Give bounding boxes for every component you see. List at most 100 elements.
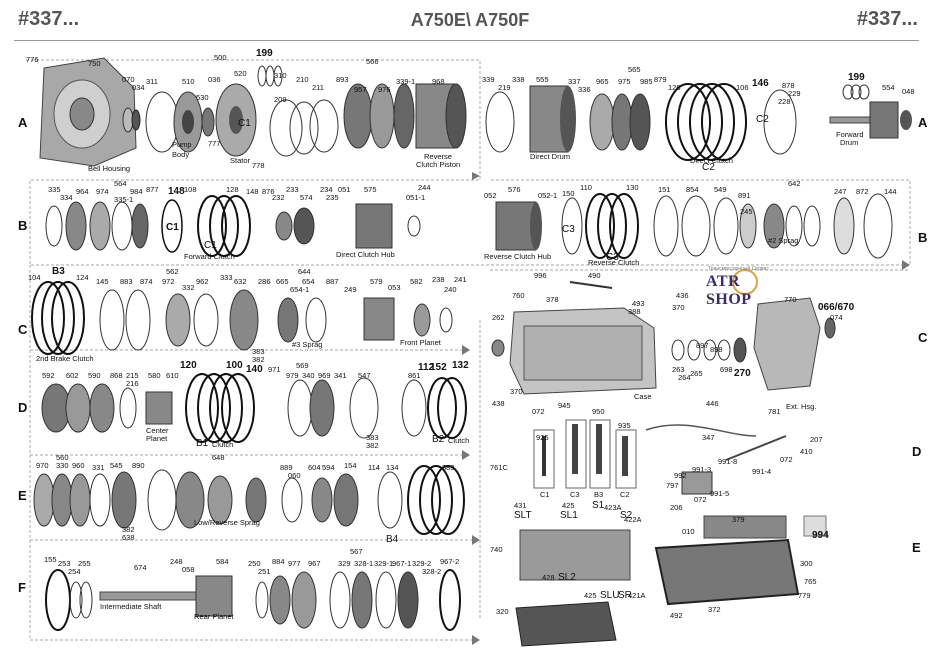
logo-gear-icon — [732, 269, 758, 295]
callout: 985 — [640, 77, 653, 86]
callout: 264 — [678, 373, 691, 382]
caption: Clutch — [212, 440, 234, 449]
callout: 130 — [626, 183, 639, 192]
row-a-reverse-piston-group: 566 893 957 976 339-1 968 Reverse Clutch… — [330, 58, 470, 170]
caption: Center — [146, 426, 169, 435]
callout: 215 — [126, 371, 139, 380]
callout: 889 — [280, 463, 293, 472]
callout: 761C — [490, 463, 508, 472]
row-label-a-left: A — [18, 115, 28, 130]
caption: Forward Clutch — [184, 252, 235, 261]
diagram-title: A750E\ A750F — [410, 10, 530, 30]
caption: SR — [618, 590, 632, 601]
callout: 145 — [96, 277, 109, 286]
caption: Direct Clutch Hub — [336, 250, 395, 259]
row-f-rear-planet-group: 155 253 254 255 674 248 058 584 250 251 … — [40, 546, 470, 646]
callout: 868 — [110, 371, 123, 380]
caption: C3 — [606, 252, 619, 263]
caption: SLT — [514, 510, 532, 521]
callout: 422A — [624, 515, 642, 524]
callout: 765 — [804, 577, 817, 586]
caption: Low/Reverse Sprag — [194, 518, 260, 527]
callout: 199 — [256, 48, 273, 59]
caption: Ext. Hsg. — [786, 402, 817, 411]
callout: 776 — [26, 55, 39, 64]
caption: #3 Sprag — [292, 340, 323, 349]
callout: 347 — [702, 433, 715, 442]
row-a-pump-group-art — [39, 57, 339, 167]
callout: 887 — [326, 277, 339, 286]
callout: 265 — [690, 369, 703, 378]
header-rule — [14, 40, 919, 41]
caption: B3 — [594, 490, 604, 499]
callout: 638 — [122, 533, 135, 542]
row-a-reverse-piston-group-art — [343, 83, 467, 149]
callout: 228 — [778, 97, 791, 106]
callout: 034 — [132, 83, 145, 92]
logo-name: ATR SHOP — [706, 273, 752, 308]
caption: C1 — [204, 240, 217, 251]
callout: 549 — [714, 185, 727, 194]
callout: 300 — [800, 559, 813, 568]
callout: 216 — [126, 379, 139, 388]
callout: 150 — [562, 189, 575, 198]
callout: 425 — [562, 501, 575, 510]
callout: 382 — [122, 525, 135, 534]
callout: 152 — [430, 362, 447, 373]
row-f-rear-planet-group-art — [45, 569, 461, 631]
header-right-code: #337... — [856, 8, 918, 30]
callout: 876 — [262, 187, 275, 196]
callout: 698 — [720, 365, 733, 374]
callout: 545 — [110, 461, 123, 470]
callout: 996 — [534, 271, 547, 280]
callout: 970 — [36, 461, 49, 470]
callout: 574 — [300, 193, 313, 202]
callout: 566 — [366, 57, 379, 66]
callout: 984 — [130, 187, 143, 196]
caption: Body — [172, 150, 190, 159]
callout: 590 — [88, 371, 101, 380]
callout: 874 — [140, 277, 153, 286]
row-b-reverse-clutch-group: 052 576 052-1 150 110 130 151 854 549 89… — [482, 179, 906, 268]
callout: 146 — [752, 78, 769, 89]
callout: 610 — [166, 371, 179, 380]
caption: Reverse — [424, 152, 452, 161]
row-e-valve-body-pan-group: 740 428 425 421A 010 379 300 765 779 994… — [488, 510, 829, 650]
callout: 890 — [132, 461, 145, 470]
row-e-low-reverse-group: 560 970 330 960 331 545 890 648 889 060 … — [30, 452, 470, 545]
callout: 935 — [618, 421, 631, 430]
caption: Clutch Piston — [416, 160, 461, 169]
callout: 148 — [246, 187, 259, 196]
callout: 251 — [258, 567, 271, 576]
callout: 957 — [354, 85, 367, 94]
row-a-forward-drum-group-art — [829, 84, 912, 139]
callout: 331 — [92, 463, 105, 472]
callout: 654 — [302, 277, 315, 286]
caption: Stator — [230, 156, 251, 165]
callout: 642 — [788, 179, 801, 188]
callout: 421A — [628, 591, 646, 600]
callout: 582 — [410, 277, 423, 286]
callout: 760 — [512, 291, 525, 300]
callout: B3 — [52, 266, 65, 277]
caption: Intermediate Shaft — [100, 602, 162, 611]
callout: 383 — [252, 347, 265, 356]
caption: Drum — [840, 138, 859, 147]
callout: 565 — [628, 65, 641, 74]
callout: 423A — [604, 503, 622, 512]
callout: 241 — [454, 275, 467, 284]
callout: 072 — [694, 495, 707, 504]
callout: 594 — [322, 463, 335, 472]
row-d-center-planet-group: 592 602 590 868 215 216 580 610 120 100 … — [34, 361, 474, 452]
callout: 967-2 — [440, 557, 460, 566]
row-label-d-right: D — [912, 444, 922, 459]
callout: 240 — [444, 285, 457, 294]
callout: 740 — [490, 545, 503, 554]
callout: 334 — [60, 193, 73, 202]
callout: 510 — [182, 77, 195, 86]
callout: 967-1 — [392, 559, 412, 568]
callout: 878 — [782, 81, 795, 90]
callout: 971 — [268, 365, 281, 374]
caption: SL2 — [558, 572, 576, 583]
